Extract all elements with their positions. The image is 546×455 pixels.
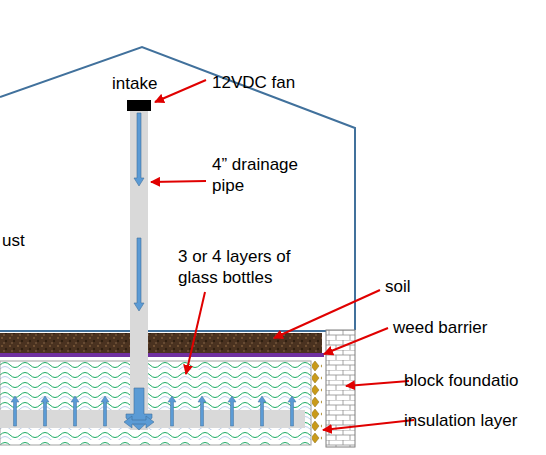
air-arrow	[71, 396, 79, 426]
air-arrow	[228, 396, 236, 426]
callout-label: weed barrier	[393, 317, 513, 338]
floor-line	[0, 330, 326, 332]
air-arrow	[11, 396, 19, 426]
callout-label: 12VDC fan	[212, 72, 322, 93]
bottle-layer	[0, 361, 311, 445]
callout-label: ust	[2, 230, 62, 251]
air-arrow	[168, 396, 176, 426]
airflow-arrows	[124, 113, 154, 430]
greenhouse-outline	[0, 47, 355, 330]
air-arrow	[101, 396, 109, 426]
callout-label: 3 or 4 layers of glass bottles	[178, 246, 318, 288]
leader-arrows	[151, 80, 414, 430]
upward-air-arrows	[11, 396, 296, 426]
weed-barrier	[0, 353, 324, 357]
insulation-layer	[312, 361, 322, 445]
callout-label: block foundatio	[404, 370, 544, 391]
air-arrow	[198, 396, 206, 426]
fan	[127, 100, 151, 111]
callout-label: 4” drainage pipe	[212, 154, 312, 196]
air-arrow	[258, 396, 266, 426]
callout-label: insulation layer	[404, 410, 544, 431]
soil-layer	[0, 333, 322, 353]
air-arrow	[288, 396, 296, 426]
air-arrow	[41, 396, 49, 426]
callout-label: soil	[385, 276, 445, 297]
callout-label: intake	[112, 73, 182, 94]
